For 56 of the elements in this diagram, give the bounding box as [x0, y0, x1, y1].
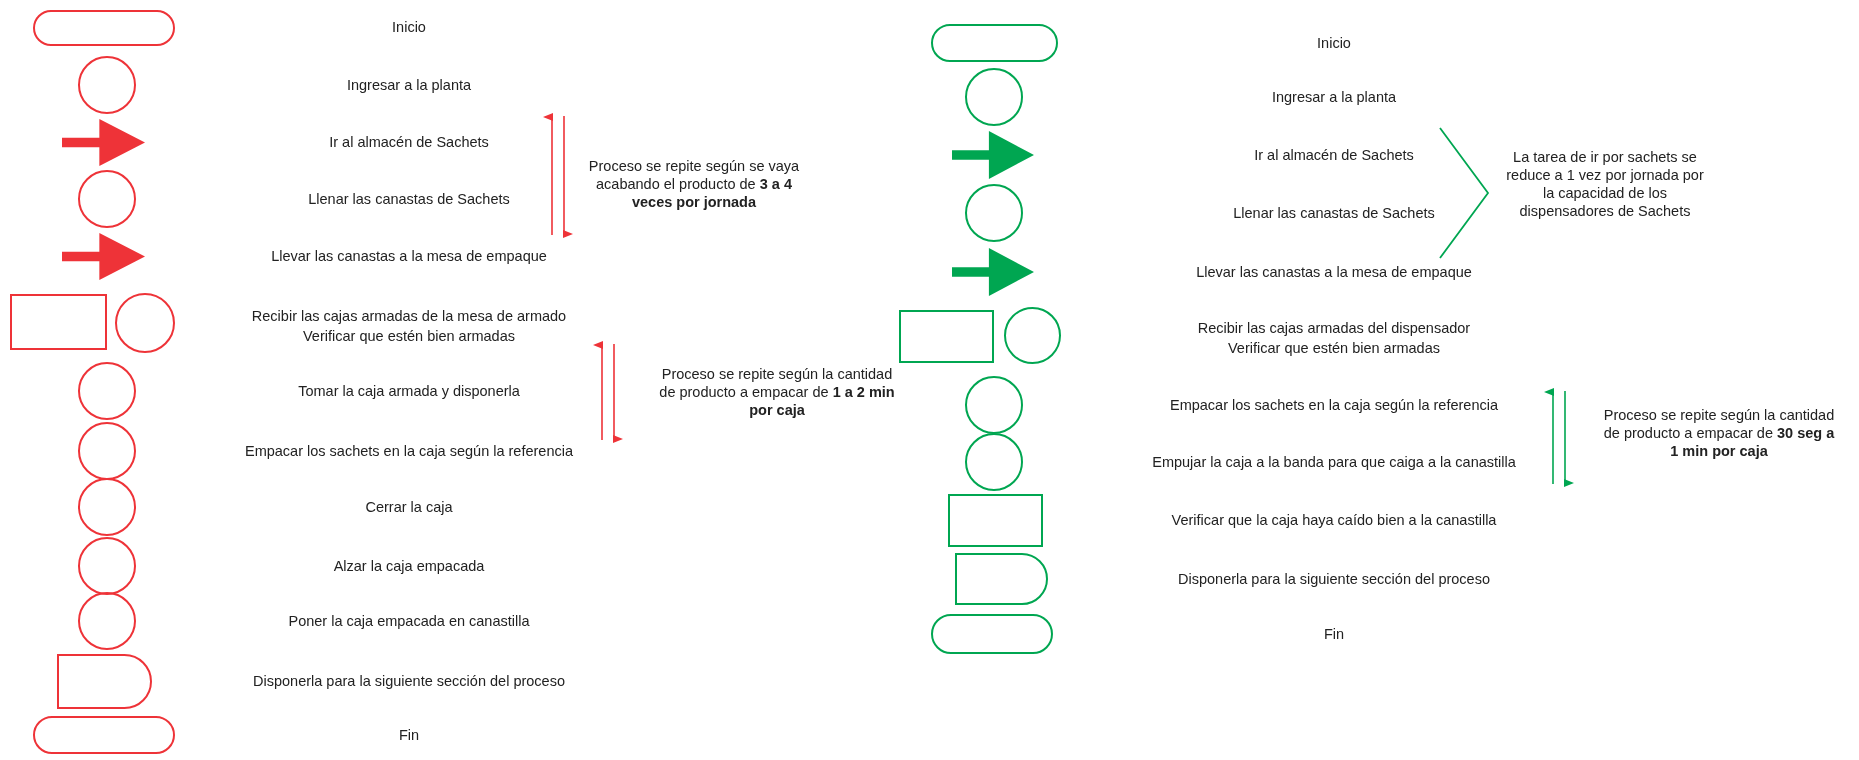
terminal-symbol	[931, 24, 1058, 62]
step-description: Alzar la caja empacada	[333, 556, 485, 576]
inspection-rectangle	[10, 294, 107, 350]
terminal-symbol	[33, 716, 175, 754]
step-description: Recibir las cajas armadas de la mesa de armado	[251, 306, 567, 326]
operation-circle	[78, 170, 136, 228]
operation-circle	[965, 376, 1023, 434]
delay-symbol	[57, 654, 152, 709]
operation-circle	[965, 184, 1023, 242]
inspection-rectangle	[948, 494, 1043, 547]
operation-circle	[965, 433, 1023, 491]
step-description: Inicio	[392, 17, 426, 37]
transport-symbol	[952, 131, 1034, 179]
operation-circle	[78, 592, 136, 650]
step-description: Fin	[1323, 624, 1345, 644]
inspection-rectangle	[899, 310, 994, 363]
step-description: Llevar las canastas a la mesa de empaque	[1196, 262, 1472, 282]
step-description: Inicio	[1317, 33, 1351, 53]
step-description: Fin	[398, 725, 420, 745]
step-description: Empujar la caja a la banda para que caiga a la canastilla	[1152, 452, 1516, 472]
step-description: Poner la caja empacada en canastilla	[288, 611, 530, 631]
repeat-note: Proceso se repite según la cantidad de producto a empacar de 1 a 2 min por caja	[659, 365, 895, 419]
step-description: Disponerla para la siguiente sección del proceso	[1178, 569, 1490, 589]
terminal-symbol	[931, 614, 1053, 654]
step-description: Cerrar la caja	[365, 497, 453, 517]
step-description: Recibir las cajas armadas del dispensador	[1197, 318, 1471, 338]
step-description: Verificar que la caja haya caído bien a la canastilla	[1171, 510, 1497, 530]
step-description: Disponerla para la siguiente sección del proceso	[253, 671, 565, 691]
transport-symbol	[952, 248, 1034, 296]
operation-circle	[115, 293, 175, 353]
operation-circle	[78, 56, 136, 114]
repeat-note: Proceso se repite según la cantidad de producto a empacar de 30 seg a 1 min por caja	[1602, 406, 1836, 460]
step-description: Llenar las canastas de Sachets	[308, 189, 510, 209]
operation-circle	[78, 537, 136, 595]
step-description: Ingresar a la planta	[346, 75, 472, 95]
delay-symbol	[955, 553, 1048, 605]
step-description: Llenar las canastas de Sachets	[1233, 203, 1435, 223]
repeat-note: La tarea de ir por sachets se reduce a 1 vez por jornada por la capacidad de los dispensadores de Sachets	[1505, 148, 1705, 220]
step-description: Tomar la caja armada y disponerla	[298, 381, 520, 401]
step-description: Verificar que estén bien armadas	[303, 326, 515, 346]
transport-symbol	[62, 119, 145, 166]
step-description: Empacar los sachets en la caja según la referencia	[1170, 395, 1498, 415]
step-description: Verificar que estén bien armadas	[1228, 338, 1440, 358]
step-description: Empacar los sachets en la caja según la referencia	[245, 441, 573, 461]
operation-circle	[1004, 307, 1061, 364]
operation-circle	[965, 68, 1023, 126]
transport-symbol	[62, 233, 145, 280]
operation-circle	[78, 362, 136, 420]
step-description: Llevar las canastas a la mesa de empaque	[271, 246, 547, 266]
operation-circle	[78, 422, 136, 480]
operation-circle	[78, 478, 136, 536]
step-description: Ir al almacén de Sachets	[329, 132, 489, 152]
terminal-symbol	[33, 10, 175, 46]
repeat-note: Proceso se repite según se vaya acabando el producto de 3 a 4 veces por jornada	[587, 157, 801, 211]
step-description: Ingresar a la planta	[1271, 87, 1397, 107]
step-description: Ir al almacén de Sachets	[1254, 145, 1414, 165]
